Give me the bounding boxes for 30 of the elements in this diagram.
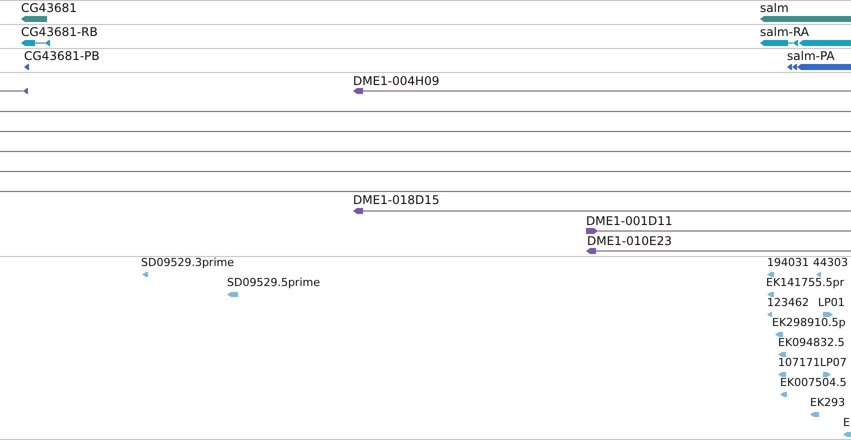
feature-line — [0, 170, 851, 173]
feature-line — [0, 130, 851, 133]
feature-line — [0, 88, 28, 94]
feature-label: 194031 — [767, 257, 809, 269]
feature-label: salm-PA — [787, 49, 835, 63]
feature-label: CG43681 — [21, 1, 77, 15]
feature-label: CG43681-PB — [24, 49, 100, 63]
feature-label: EK141755.5pr — [766, 277, 844, 289]
feature-label: LP07 — [820, 357, 847, 369]
feature-line — [0, 110, 851, 113]
feature-label: EK007504.5 — [780, 377, 847, 389]
feature-label: DME1-010E23 — [587, 234, 672, 248]
feature-label: 107171 — [778, 357, 820, 369]
feature-label: EK298910.5p — [772, 317, 846, 329]
feature-label: 44303 — [813, 257, 848, 269]
feature-label: SD09529.5prime — [227, 277, 320, 289]
feature-label: DME1-004H09 — [353, 74, 440, 88]
feature-label: CG43681-RB — [21, 25, 98, 39]
feature-label: DME1-018D15 — [353, 193, 440, 207]
feature-label: E — [843, 417, 850, 429]
feature-label: EK293 — [810, 397, 846, 409]
feature-label: salm-RA — [760, 25, 810, 39]
feature-label: DME1-001D11 — [586, 214, 673, 228]
feature-line — [0, 190, 851, 193]
feature-label: SD09529.3prime — [141, 257, 234, 269]
feature-label: EK094832.5 — [778, 337, 845, 349]
feature-label: LP01 — [818, 297, 845, 309]
feature-line — [0, 150, 851, 153]
feature-label: salm — [760, 1, 789, 15]
feature-label: 123462 — [767, 297, 809, 309]
